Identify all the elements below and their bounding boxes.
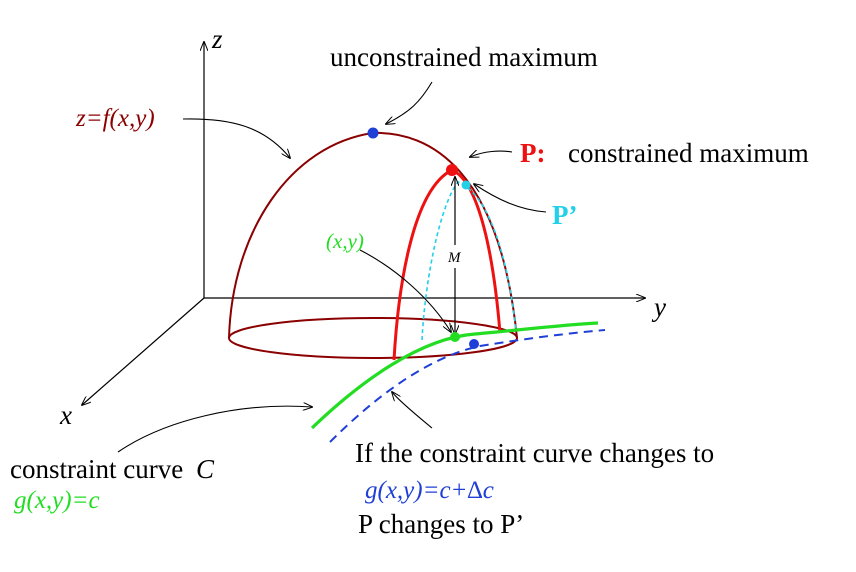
- m-label: M: [447, 250, 462, 266]
- change-label-pointer: [392, 392, 433, 429]
- xy-point: [450, 332, 460, 342]
- constraint-curve-text: constraint curve: [10, 454, 183, 484]
- p-prime-point: [461, 180, 471, 190]
- surface-label: z=f(x,y): [75, 105, 155, 132]
- points: [367, 127, 479, 349]
- constraint-curve: [310, 321, 599, 430]
- section-curve: [392, 168, 502, 361]
- constraint-curve-symbol: C: [196, 454, 215, 484]
- surface-base-ellipse: [228, 317, 518, 359]
- shifted-point: [469, 339, 479, 349]
- constrained-max-point: [446, 164, 458, 176]
- change-line3: P changes to P’: [358, 509, 524, 539]
- constraint-curve-label: constraint curve C: [10, 454, 215, 484]
- p-label: P:: [520, 138, 545, 168]
- constrained-max-label: constrained maximum: [568, 138, 809, 168]
- constraint-label-pointer: [117, 406, 312, 453]
- axis-x-label: x: [59, 400, 72, 430]
- unconstrained-max-label: unconstrained maximum: [330, 42, 598, 72]
- change-line1: If the constraint curve changes to: [355, 438, 714, 468]
- constraint-equation: g(x,y)=c: [14, 487, 100, 514]
- p-prime-label: P’: [552, 200, 577, 230]
- p-pointer: [470, 151, 513, 157]
- x-axis: [82, 297, 205, 405]
- axis-y-label: y: [651, 292, 666, 322]
- surface: [228, 131, 518, 359]
- unconstrained-max-point: [367, 127, 379, 139]
- p-prime-pointer: [474, 184, 547, 213]
- pointer-arrows: [117, 81, 547, 453]
- shifted-section-curve: [421, 181, 517, 341]
- unconstrained-pointer: [386, 81, 433, 124]
- surface-outline: [228, 131, 518, 339]
- constraint-curves: [310, 321, 606, 443]
- change-equation: g(x,y)=c+∆c: [365, 477, 494, 504]
- xy-label: (x,y): [326, 229, 364, 253]
- axis-z-label: z: [211, 24, 223, 54]
- xy-pointer: [359, 249, 451, 332]
- surface-pointer: [182, 118, 290, 158]
- shifted-constraint-curve: [329, 329, 606, 443]
